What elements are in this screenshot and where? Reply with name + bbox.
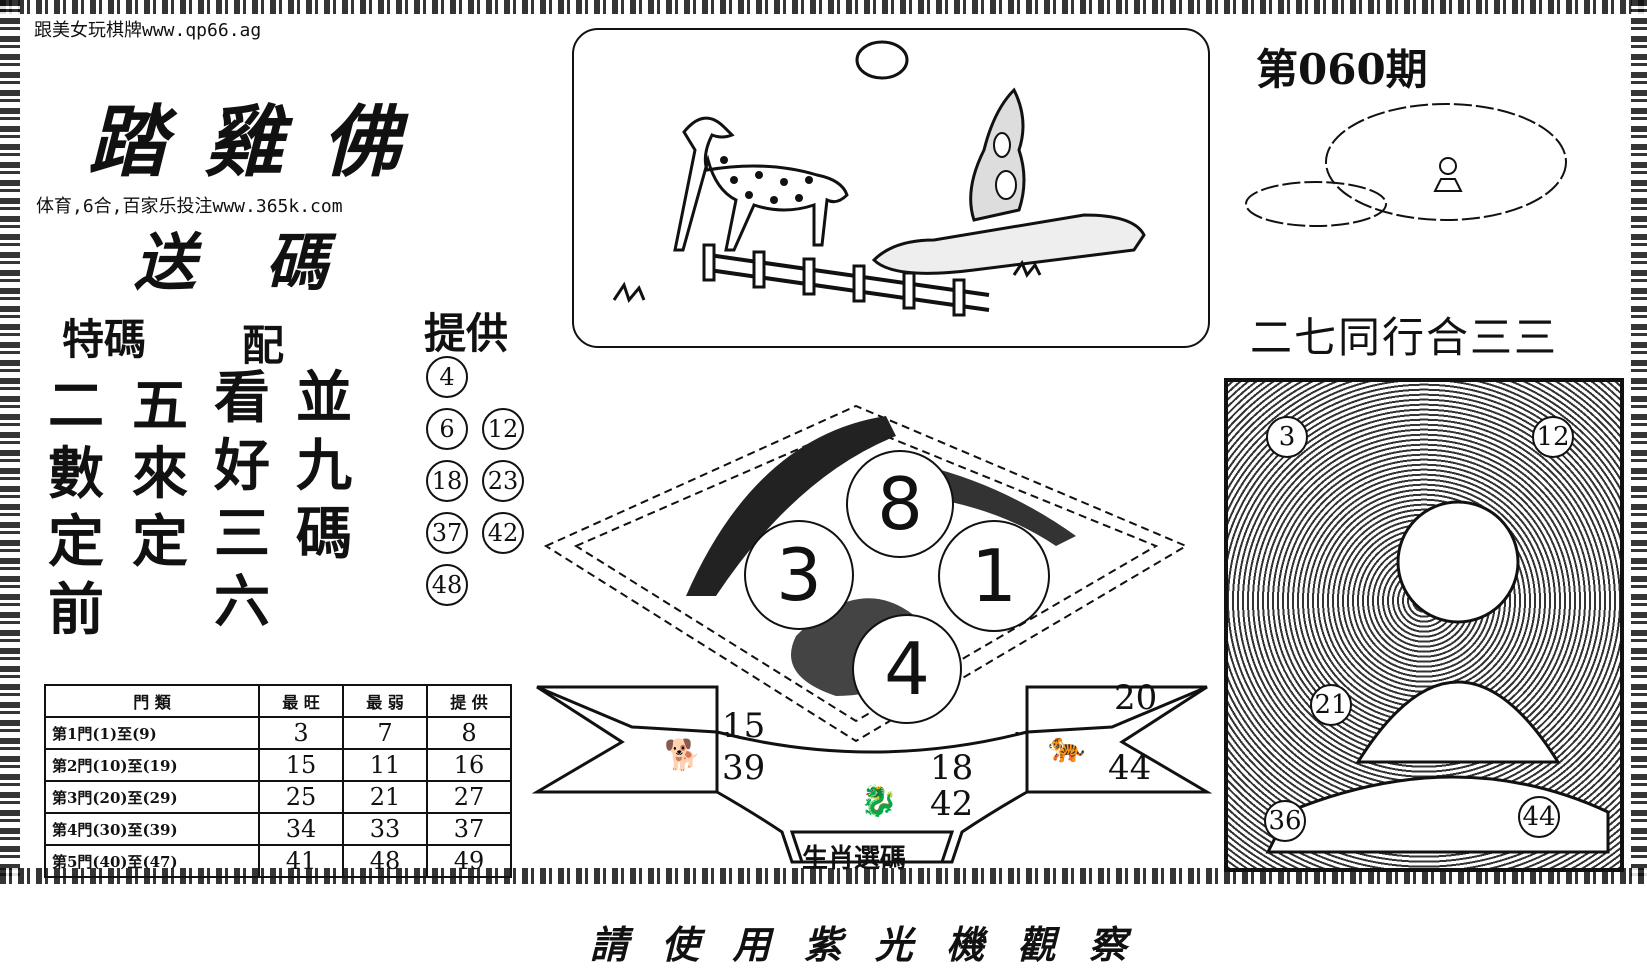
table-cell: 41 <box>258 844 344 878</box>
provide-number-circle: 6 <box>426 408 468 450</box>
slogan: 二七同行合三三 <box>1250 313 1559 362</box>
provide-number-circle: 4 <box>426 356 468 398</box>
ball-8: 8 <box>846 450 954 558</box>
table-cell: 11 <box>342 748 428 782</box>
footer-note: 請 使 用 紫 光 機 觀 察 <box>590 922 1137 967</box>
issue-number: 第060期 <box>1256 45 1428 94</box>
provide-number-circle: 23 <box>482 460 524 502</box>
ribbon-number-right-bottom: 44 <box>1108 748 1152 788</box>
ribbon-number-right-top: 20 <box>1114 678 1158 718</box>
meditation-number-bottom-right: 44 <box>1518 796 1560 838</box>
deer-scene-panel <box>572 28 1210 348</box>
table-header: 門 類 <box>44 684 260 718</box>
number-groups-table: 門 類 最 旺 最 弱 提 供 第1門(1)至(9) 3 7 8 第2門(10)… <box>44 684 512 878</box>
special-column-3: 看 好 三 六 <box>214 364 270 636</box>
table-cell: 第4門(30)至(39) <box>44 812 260 846</box>
char: 九 <box>296 433 352 499</box>
top-border-pattern <box>0 0 1647 14</box>
ribbon-number-left-bottom: 39 <box>722 748 766 788</box>
page-title: 踏 雞 佛 <box>88 97 407 188</box>
ball-4: 4 <box>852 614 962 724</box>
page-subtitle: 送 碼 <box>134 226 352 299</box>
special-column-1: 二 數 定 前 <box>48 372 104 644</box>
meditating-figure-illustration <box>1265 500 1610 854</box>
meditation-panel <box>1224 378 1624 872</box>
ad-top-left[interactable]: 跟美女玩棋牌www.qp66.ag <box>34 20 262 41</box>
table-header: 最 旺 <box>258 684 344 718</box>
char: 前 <box>48 577 104 643</box>
right-border-pattern <box>1631 0 1647 880</box>
table-row: 第4門(30)至(39) 34 33 37 <box>44 812 512 846</box>
ribbon-number-center-bottom: 42 <box>930 784 974 824</box>
special-column-2: 五 來 定 <box>132 372 188 576</box>
table-cell: 7 <box>342 716 428 750</box>
char: 來 <box>132 441 188 507</box>
table-header-row: 門 類 最 旺 最 弱 提 供 <box>44 684 512 718</box>
char: 六 <box>214 569 270 635</box>
table-cell: 第2門(10)至(19) <box>44 748 260 782</box>
table-cell: 21 <box>342 780 428 814</box>
provide-number-circle: 12 <box>482 408 524 450</box>
table-header: 最 弱 <box>342 684 428 718</box>
meditation-number-middle-left: 21 <box>1310 684 1352 726</box>
left-border-pattern <box>0 0 20 880</box>
ribbon-number-left-top: 15 <box>722 706 766 746</box>
meditation-number-top-left: 3 <box>1266 416 1308 458</box>
table-row: 第3門(20)至(29) 25 21 27 <box>44 780 512 814</box>
char: 二 <box>48 373 104 439</box>
tiger-icon: 🐅 <box>1048 730 1086 765</box>
ribbon-banner-text: 生肖選碼 <box>802 844 907 874</box>
provide-number-circle: 42 <box>482 512 524 554</box>
table-cell: 49 <box>426 844 512 878</box>
dog-icon: 🐕 <box>664 738 702 773</box>
special-code-label: 特碼 <box>62 315 147 364</box>
table-cell: 8 <box>426 716 512 750</box>
table-cell: 3 <box>258 716 344 750</box>
meditation-number-top-right: 12 <box>1532 416 1574 458</box>
table-cell: 33 <box>342 812 428 846</box>
table-cell: 15 <box>258 748 344 782</box>
table-row: 第2門(10)至(19) 15 11 16 <box>44 748 512 782</box>
table-cell: 27 <box>426 780 512 814</box>
table-cell: 48 <box>342 844 428 878</box>
table-cell: 第1門(1)至(9) <box>44 716 260 750</box>
prayer-beads-illustration <box>1245 103 1567 227</box>
char: 定 <box>132 509 188 575</box>
table-cell: 37 <box>426 812 512 846</box>
ad-middle-left[interactable]: 体育,6合,百家乐投注www.365k.com <box>36 196 343 217</box>
table-cell: 16 <box>426 748 512 782</box>
special-column-4: 並 九 碼 <box>296 364 352 568</box>
meditation-number-bottom-left: 36 <box>1264 800 1306 842</box>
table-cell: 25 <box>258 780 344 814</box>
char: 碼 <box>296 501 352 567</box>
provide-number-circle: 48 <box>426 564 468 606</box>
char: 並 <box>296 365 352 431</box>
char: 好 <box>214 433 270 499</box>
ball-1: 1 <box>938 520 1050 632</box>
table-cell: 第3門(20)至(29) <box>44 780 260 814</box>
provide-number-circle: 18 <box>426 460 468 502</box>
char: 三 <box>214 501 270 567</box>
dragon-icon: 🐉 <box>860 784 898 819</box>
table-cell: 第5門(40)至(47) <box>44 844 260 878</box>
pair-label: 配 <box>242 321 285 370</box>
table-row: 第5門(40)至(47) 41 48 49 <box>44 844 512 878</box>
deer-scene-illustration <box>612 40 1146 317</box>
table-row: 第1門(1)至(9) 3 7 8 <box>44 716 512 750</box>
char: 定 <box>48 509 104 575</box>
ribbon-banner <box>532 685 1212 864</box>
provide-number-circle: 37 <box>426 512 468 554</box>
char: 數 <box>48 441 104 507</box>
char: 看 <box>214 365 270 431</box>
provide-label: 提供 <box>424 309 509 358</box>
table-cell: 34 <box>258 812 344 846</box>
char: 五 <box>132 373 188 439</box>
ribbon-number-center-top: 18 <box>930 748 974 788</box>
table-header: 提 供 <box>426 684 512 718</box>
ball-3: 3 <box>744 520 854 630</box>
